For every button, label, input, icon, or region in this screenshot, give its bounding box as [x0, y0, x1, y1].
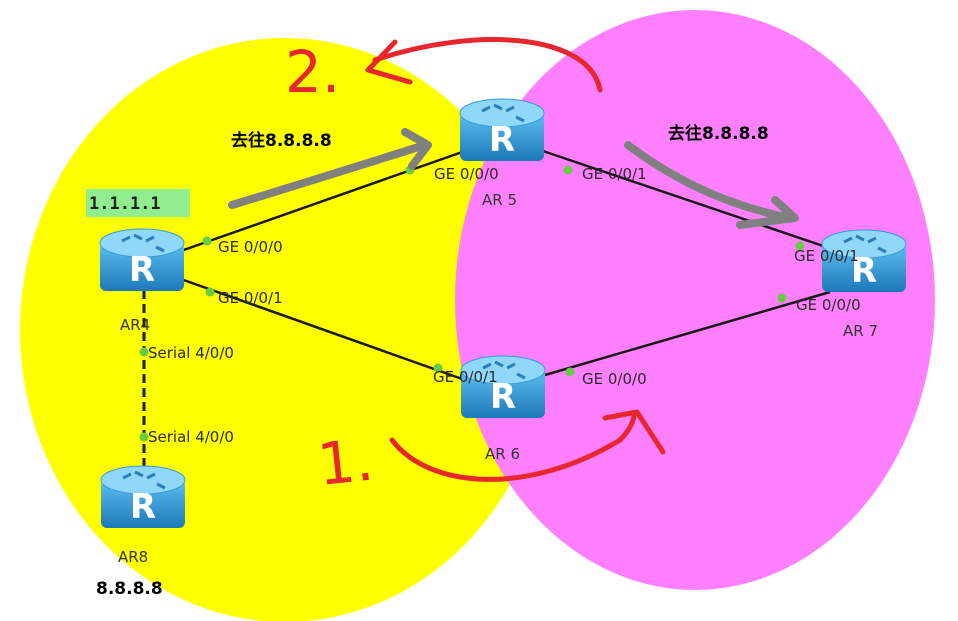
link-ar5-ar7	[539, 148, 836, 252]
port-dot	[795, 241, 805, 251]
port-dot	[139, 432, 149, 442]
gray-arrow-right	[624, 141, 794, 222]
gray-arrow-left	[228, 141, 429, 209]
port-label: GE 0/0/1	[794, 247, 859, 265]
port-label: GE 0/0/0	[796, 296, 861, 314]
dest-label: 8.8.8.8	[96, 579, 163, 599]
port-label: Serial 4/0/0	[148, 428, 234, 446]
link-ar4-ar6	[177, 276, 466, 382]
router-icon[interactable]	[458, 97, 546, 163]
port-label: Serial 4/0/0	[148, 344, 234, 362]
port-dot	[565, 367, 575, 377]
router-name-ar5: AR 5	[482, 191, 517, 209]
port-label: GE 0/0/1	[582, 165, 647, 183]
ip-tag-box	[86, 189, 190, 217]
port-label: GE 0/0/1	[218, 289, 283, 307]
link-ar6-ar7	[544, 290, 831, 377]
port-dot	[139, 347, 149, 357]
step-label-two: 2.	[285, 38, 340, 106]
router-icon[interactable]	[98, 227, 186, 293]
port-dot	[205, 287, 215, 297]
red-arrow-two	[372, 37, 603, 93]
router-icon[interactable]	[99, 464, 187, 530]
router-name-ar8: AR8	[118, 548, 148, 566]
red-arrow-one	[389, 412, 637, 482]
red-arrow-two-head	[365, 39, 413, 85]
port-label: GE 0/0/0	[582, 370, 647, 388]
port-label: GE 0/0/1	[433, 368, 498, 386]
gray-arrow-right-head	[736, 196, 799, 229]
port-dot	[563, 165, 573, 175]
router-icon[interactable]	[459, 354, 547, 420]
router-name-ar7: AR 7	[843, 322, 878, 340]
path-label-left: 去往8.8.8.8	[231, 130, 332, 151]
port-dot	[202, 236, 212, 246]
port-label: GE 0/0/0	[218, 238, 283, 256]
router-name-ar4: AR4	[120, 316, 150, 334]
ip-tag: 1.1.1.1	[89, 194, 161, 214]
link-ar4-ar5	[177, 148, 469, 254]
step-label-one: 1.	[314, 426, 376, 499]
port-dot	[777, 293, 787, 303]
path-label-right: 去往8.8.8.8	[668, 123, 769, 144]
port-label: GE 0/0/0	[434, 165, 499, 183]
right-zone	[455, 10, 935, 590]
gray-arrow-left-head	[401, 128, 432, 170]
red-arrow-one-head	[602, 409, 666, 455]
port-dot	[433, 363, 443, 373]
router-name-ar6: AR 6	[485, 445, 520, 463]
